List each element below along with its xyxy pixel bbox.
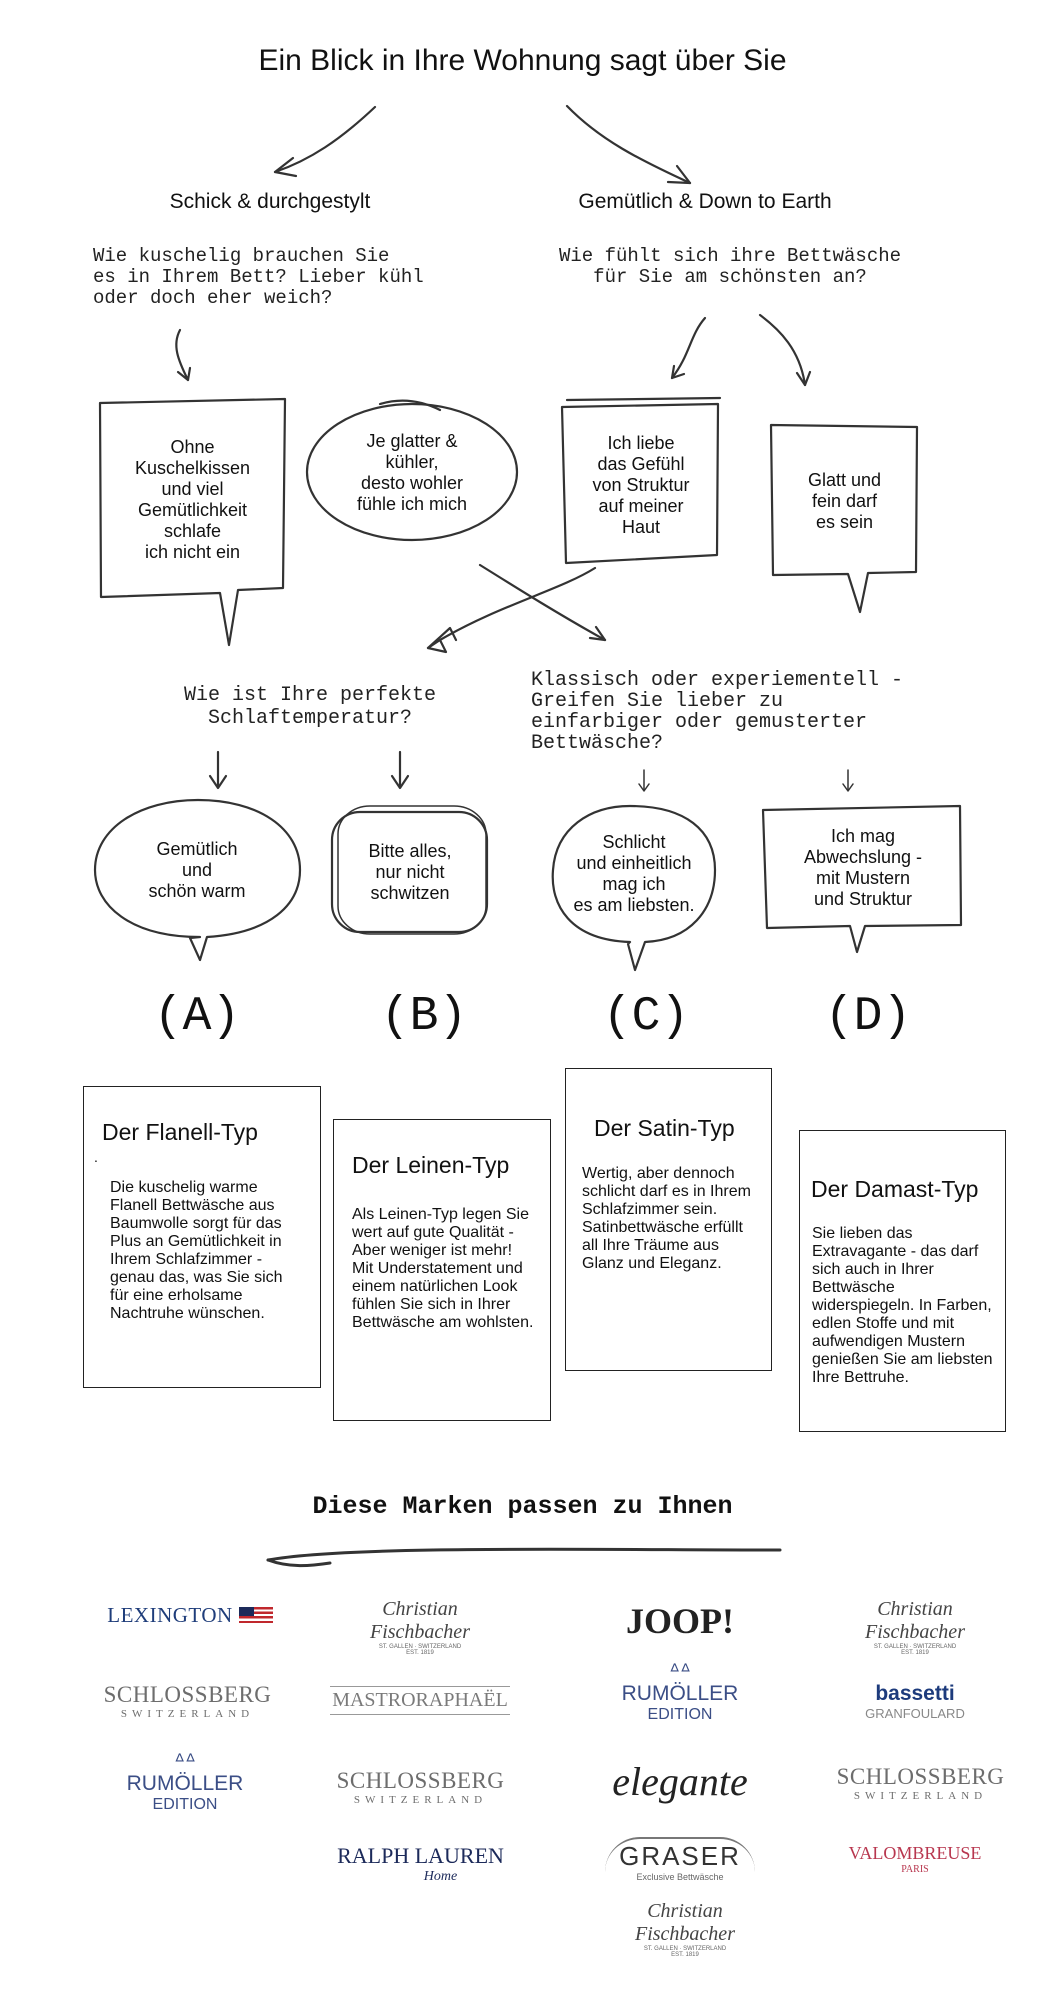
logo-fischbacher-3: Christian Fischbacher ST. GALLEN · SWITZ… [605, 1900, 765, 1958]
bubble-7-shape [551, 804, 717, 972]
question-coziness: Wie kuschelig brauchen Sie es in Ihrem B… [93, 245, 424, 309]
logo-schlossberg-1: SCHLOSSBERG SWITZERLAND [100, 1682, 275, 1720]
card-satin: Der Satin-Typ Wertig, aber dennoch schli… [565, 1068, 772, 1371]
bubble-3-shape [560, 402, 720, 565]
logo-rumoller-2-text: RUMÖLLER [126, 1772, 244, 1795]
logo-valombreuse: VALOMBREUSE PARIS [835, 1843, 995, 1875]
bubble-smooth-fine: Glatt und fein darf es sein [807, 470, 882, 532]
bubble-smooth-cool: Je glatter & kühler, desto wohler fühle … [356, 430, 468, 514]
bubble-5-shape [93, 798, 302, 962]
card-flanell-text: Die kuschelig warme Flanell Bettwäsche a… [110, 1179, 283, 1322]
logo-graser-sub: Exclusive Bettwäsche [636, 1872, 724, 1882]
letter-d: (D) [824, 990, 912, 1044]
logo-rumoller-2-sub: EDITION [152, 1796, 218, 1813]
card-flanell-dot: . [94, 1149, 98, 1165]
logo-schlossberg-3-sub: SWITZERLAND [853, 1790, 988, 1802]
logo-fischbacher-1-text: Christian Fischbacher [370, 1598, 470, 1643]
brands-underline [266, 1547, 782, 1562]
logo-fischbacher-3-est: EST. 1819 [671, 1952, 699, 1958]
logo-bassetti-sub: GRANFOULARD [865, 1706, 965, 1721]
arrow-right-branch [565, 104, 692, 185]
page-title: Ein Blick in Ihre Wohnung sagt über Sie [258, 44, 787, 77]
arrow-q2-left [670, 316, 707, 380]
bubble-6-shape [330, 810, 489, 934]
bubble-plain: Schlicht und einheitlich mag ich es am l… [573, 832, 695, 915]
arrow-q1 [175, 328, 190, 382]
logo-ralph-lauren-text: RALPH LAUREN [337, 1843, 504, 1868]
letter-a: (A) [153, 990, 241, 1044]
logo-rumoller-2: ᐞᐞ RUMÖLLER EDITION [115, 1752, 255, 1814]
logo-fischbacher-3-sub: ST. GALLEN · SWITZERLAND [643, 1946, 727, 1952]
logo-elegante: elegante [612, 1759, 748, 1804]
branch-right: Gemütlich & Down to Earth [578, 190, 832, 213]
logo-schlossberg-2-text: SCHLOSSBERG [336, 1768, 505, 1793]
logo-fischbacher-3-text: Christian Fischbacher [635, 1900, 735, 1945]
bubble-variety: Ich mag Abwechslung - mit Mustern und St… [803, 826, 923, 909]
letter-b: (B) [380, 990, 468, 1044]
swan-icon: ᐞᐞ [669, 1661, 691, 1683]
logo-rumoller-1: ᐞᐞ RUMÖLLER EDITION [610, 1662, 750, 1724]
logo-rumoller-1-sub: EDITION [647, 1706, 713, 1723]
logo-fischbacher-2: Christian Fischbacher ST. GALLEN · SWITZ… [835, 1598, 995, 1656]
card-satin-text: Wertig, aber dennoch schlicht darf es in… [582, 1165, 751, 1272]
brands-title: Diese Marken passen zu Ihnen [312, 1492, 733, 1521]
logo-schlossberg-3: SCHLOSSBERG SWITZERLAND [833, 1764, 1008, 1802]
logo-lexington: LEXINGTON [100, 1603, 280, 1628]
bubble-warm: Gemütlich und schön warm [148, 838, 246, 901]
arrow-q2-right [758, 313, 807, 387]
logo-valombreuse-sub: PARIS [901, 1864, 929, 1875]
logo-joop: JOOP! [626, 1601, 734, 1641]
logo-graser-text: GRASER [605, 1837, 755, 1872]
card-leinen-title: Der Leinen-Typ [352, 1152, 510, 1178]
bubble-structure: Ich liebe das Gefühl von Struktur auf me… [592, 432, 690, 537]
bubble-no-sweat: Bitte alles, nur nicht schwitzen [368, 840, 452, 903]
card-damast-text: Sie lieben das Extravagante - das darf s… [812, 1225, 993, 1386]
arrow-left-branch [273, 105, 377, 174]
logo-fischbacher-1: Christian Fischbacher ST. GALLEN · SWITZ… [340, 1598, 500, 1656]
branch-left: Schick & durchgestylt [169, 190, 371, 213]
logo-bassetti-text: bassetti [875, 1682, 955, 1705]
logo-ralph-lauren: RALPH LAUREN Home [328, 1843, 513, 1885]
logo-schlossberg-1-sub: SWITZERLAND [120, 1708, 255, 1720]
arrow-cross-left [438, 566, 597, 642]
question-pattern: Klassisch oder experiementell - Greifen … [531, 669, 904, 755]
logo-mastroraphael: MASTRORAPHAËL [330, 1686, 510, 1715]
letter-c: (C) [602, 990, 690, 1044]
card-satin-title: Der Satin-Typ [594, 1115, 735, 1141]
question-temperature: Wie ist Ihre perfekte Schlaftemperatur? [183, 684, 437, 730]
logo-graser: GRASER Exclusive Bettwäsche [605, 1837, 755, 1882]
card-leinen: Der Leinen-Typ Als Leinen-Typ legen Sie … [333, 1119, 551, 1421]
logo-lexington-text: LEXINGTON [107, 1603, 233, 1627]
arrow-cross-right [478, 563, 607, 642]
logo-schlossberg-1-text: SCHLOSSBERG [103, 1682, 272, 1707]
bubble-1-shape [98, 397, 287, 647]
logo-rumoller-1-text: RUMÖLLER [621, 1682, 739, 1705]
logo-schlossberg-3-text: SCHLOSSBERG [836, 1764, 1005, 1789]
logo-fischbacher-2-text: Christian Fischbacher [865, 1598, 965, 1643]
card-flanell: Der Flanell-Typ . Die kuschelig warme Fl… [83, 1086, 321, 1388]
card-damast-title: Der Damast-Typ [811, 1176, 979, 1202]
card-flanell-title: Der Flanell-Typ [102, 1119, 258, 1145]
logo-bassetti: bassetti GRANFOULARD [840, 1682, 990, 1721]
logo-schlossberg-2-sub: SWITZERLAND [353, 1794, 488, 1806]
logo-schlossberg-2: SCHLOSSBERG SWITZERLAND [333, 1768, 508, 1806]
bubble-4-shape [769, 423, 919, 614]
question-feel: Wie fühlt sich ihre Bettwäsche für Sie a… [558, 245, 902, 288]
card-leinen-text: Als Leinen-Typ legen Sie wert auf gute Q… [352, 1206, 534, 1331]
bubble-cozy-pillows: Ohne Kuschelkissen und viel Gemütlichkei… [134, 437, 251, 562]
logo-fischbacher-1-sub: ST. GALLEN · SWITZERLAND [378, 1644, 462, 1650]
swan-icon: ᐞᐞ [174, 1751, 196, 1773]
logo-fischbacher-2-sub: ST. GALLEN · SWITZERLAND [873, 1644, 957, 1650]
flag-icon [238, 1607, 273, 1623]
logo-valombreuse-text: VALOMBREUSE [848, 1843, 982, 1863]
logo-ralph-lauren-sub: Home [423, 1869, 458, 1884]
card-damast: Der Damast-Typ Sie lieben das Extravagan… [799, 1130, 1006, 1432]
logo-fischbacher-2-est: EST. 1819 [901, 1650, 929, 1656]
bubble-8-shape [761, 804, 963, 954]
logo-fischbacher-1-est: EST. 1819 [406, 1650, 434, 1656]
bubble-2-shape [305, 402, 519, 542]
